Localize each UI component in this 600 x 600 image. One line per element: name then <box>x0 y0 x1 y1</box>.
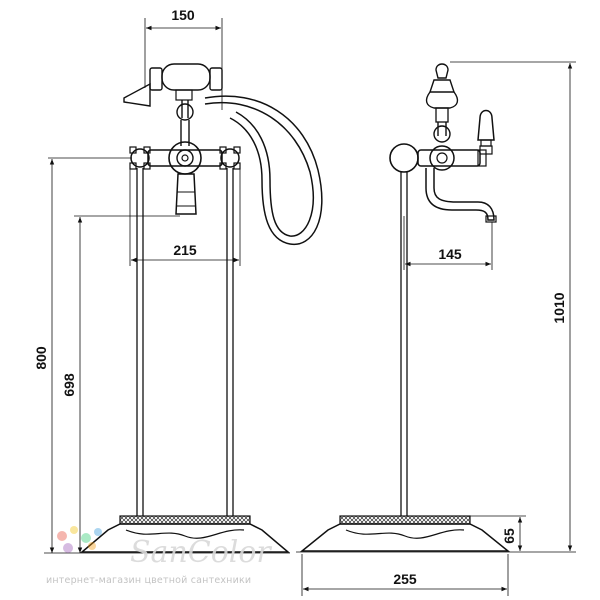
dim-label-65: 65 <box>501 528 517 544</box>
dim-label-1010: 1010 <box>551 292 567 323</box>
dim-handshower-offset: 150 <box>144 7 223 110</box>
handshower <box>123 63 223 146</box>
front-base <box>79 515 291 553</box>
watermark: SanColor интернет-магазин цветной сантех… <box>46 526 272 586</box>
dim-label-145: 145 <box>438 246 462 262</box>
dim-label-255: 255 <box>393 571 417 587</box>
dim-spout-height: 698 <box>61 215 180 553</box>
watermark-brand: SanColor <box>130 535 272 570</box>
hose <box>204 95 323 246</box>
dim-total-height: 1010 <box>450 61 576 551</box>
side-handshower <box>425 63 459 143</box>
watermark-dot <box>81 533 91 543</box>
dim-base-width: 255 <box>301 554 509 596</box>
side-valve-body <box>389 143 497 223</box>
dim-label-215: 215 <box>173 242 197 258</box>
watermark-dot <box>94 528 102 536</box>
watermark-tagline: интернет-магазин цветной сантехники <box>46 575 251 586</box>
side-lever-handle <box>477 109 495 155</box>
valve-body <box>129 141 241 215</box>
front-view: 150 <box>33 7 323 554</box>
side-view: 145 1010 65 255 <box>296 61 576 596</box>
dim-base-height: 65 <box>468 515 526 551</box>
dim-valve-width: 215 <box>129 168 241 266</box>
dim-label-150: 150 <box>171 7 195 23</box>
side-base <box>299 515 511 552</box>
watermark-dot <box>88 542 96 550</box>
watermark-dot <box>63 543 73 553</box>
watermark-dot <box>70 526 78 534</box>
front-standpipes <box>136 168 234 516</box>
dim-label-800: 800 <box>33 346 49 370</box>
side-standpipe <box>400 172 408 516</box>
dim-label-698: 698 <box>61 373 77 397</box>
watermark-logo-dots <box>57 526 102 553</box>
watermark-dot <box>57 531 67 541</box>
dim-spout-reach: 145 <box>403 216 493 270</box>
dim-front-height: 800 <box>33 157 132 553</box>
